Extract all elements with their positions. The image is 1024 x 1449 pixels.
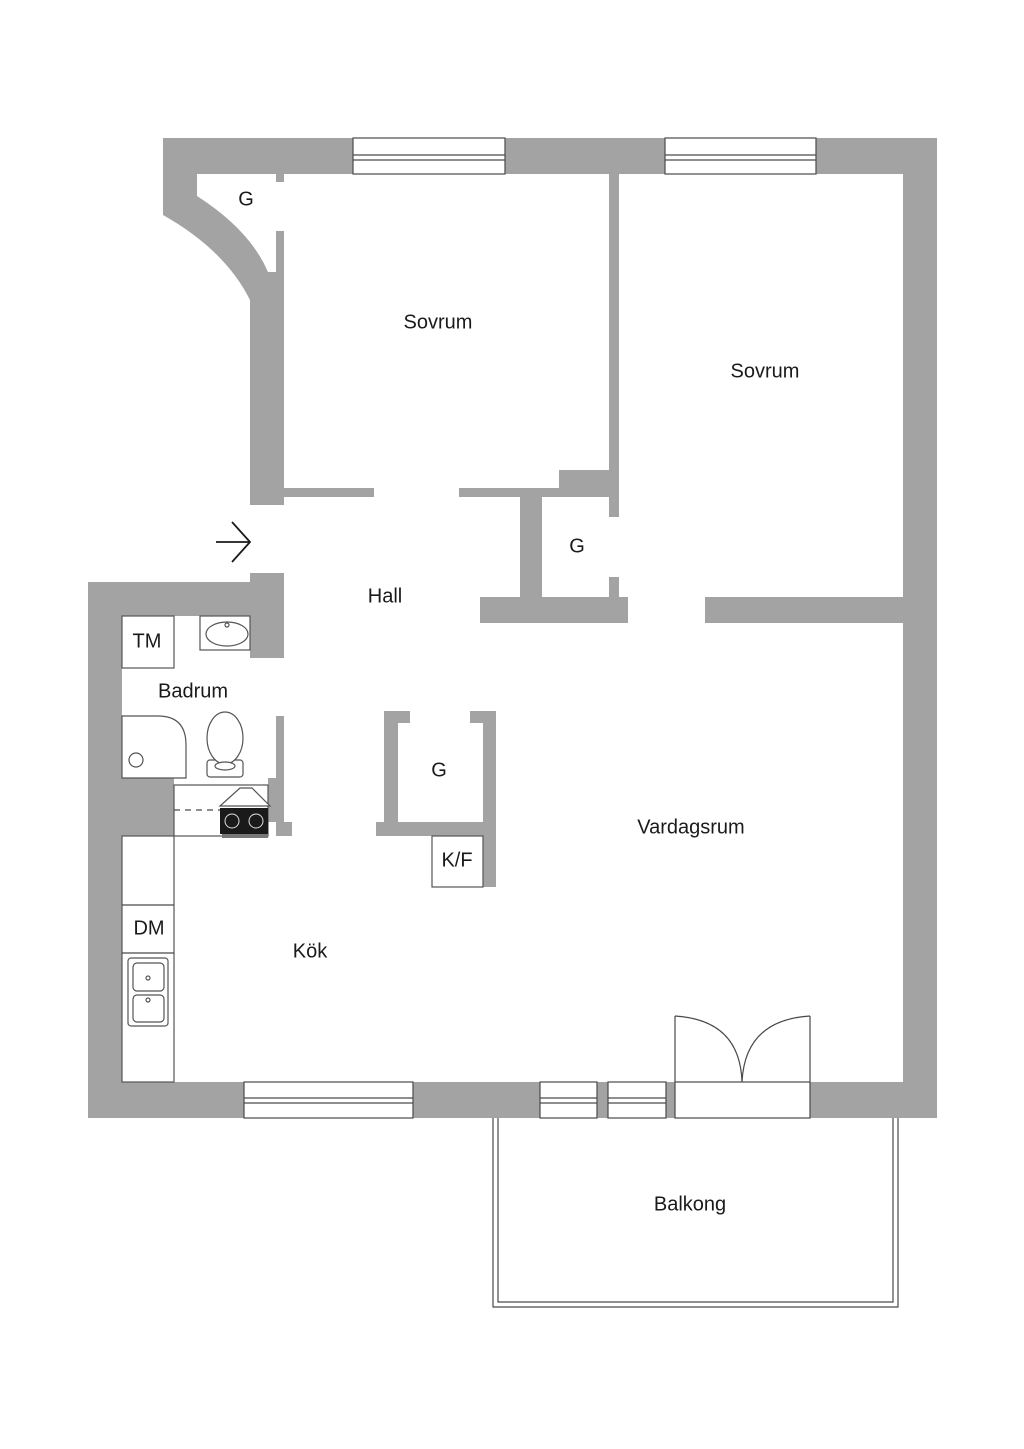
- door-swing-icon: [674, 1015, 743, 1083]
- window-top-left: [352, 137, 506, 175]
- bathroom-fixtures: [121, 615, 251, 779]
- window-top-right: [664, 137, 817, 175]
- windows: [243, 137, 817, 1119]
- label-bathroom: Badrum: [158, 680, 228, 702]
- kitchen-fixtures: [121, 784, 484, 1083]
- label-dishwasher: DM: [133, 917, 164, 939]
- window-bottom-living-2: [607, 1081, 667, 1119]
- label-closet-entry: G: [238, 188, 254, 210]
- fridge-freezer-box: [431, 835, 484, 888]
- label-fridge-freezer: K/F: [441, 849, 472, 871]
- label-balcony: Balkong: [654, 1193, 726, 1215]
- entrance-arrow-icon: [216, 521, 252, 563]
- label-bedroom-2: Sovrum: [731, 360, 800, 382]
- label-hall: Hall: [368, 585, 402, 607]
- label-washing-machine: TM: [133, 630, 162, 652]
- window-bottom-living-1: [539, 1081, 598, 1119]
- balcony: [492, 1118, 899, 1308]
- window-bottom-kitchen: [243, 1081, 414, 1119]
- shower-area: [121, 715, 187, 779]
- room-labels: G Sovrum Sovrum G Hall TM Badrum G Varda…: [133, 188, 800, 1215]
- exterior-walls: [88, 138, 937, 1118]
- label-kitchen: Kök: [293, 940, 328, 962]
- washing-machine-box: [121, 615, 175, 669]
- label-living-room: Vardagsrum: [637, 816, 744, 838]
- balcony-door: [674, 1015, 811, 1119]
- stove-icon: [218, 787, 272, 838]
- label-closet-center: G: [431, 759, 447, 781]
- label-bedroom-1: Sovrum: [404, 311, 473, 333]
- label-closet-hall: G: [569, 535, 585, 557]
- kitchen-sink-icon: [127, 957, 169, 1027]
- sink-icon: [199, 615, 251, 651]
- toilet-icon: [206, 711, 244, 778]
- interior-walls: [276, 174, 937, 887]
